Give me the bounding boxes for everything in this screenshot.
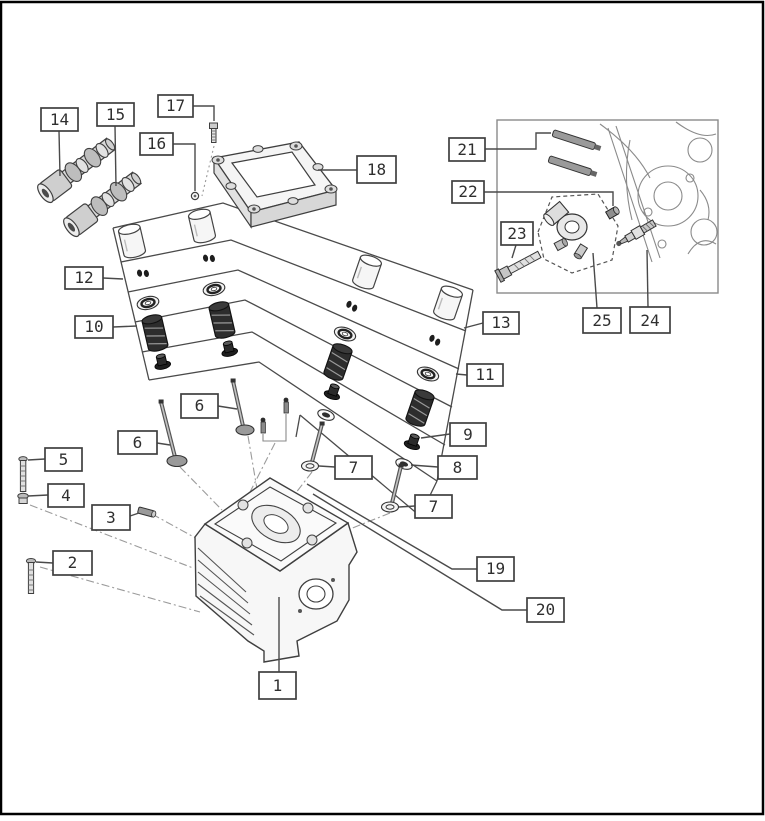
svg-text:6: 6 xyxy=(195,396,205,415)
dowel-pin-studs xyxy=(547,129,602,177)
svg-text:17: 17 xyxy=(166,96,185,115)
leader-lines xyxy=(27,105,649,672)
svg-text:23: 23 xyxy=(507,224,526,243)
callout-8[interactable]: 8 xyxy=(437,455,478,480)
svg-text:10: 10 xyxy=(84,317,103,336)
stud-bolt xyxy=(18,456,28,492)
svg-text:8: 8 xyxy=(453,458,463,477)
callout-20[interactable]: 20 xyxy=(526,597,565,623)
callout-12[interactable]: 12 xyxy=(64,266,104,290)
cover-grommet xyxy=(190,191,200,201)
svg-text:14: 14 xyxy=(50,110,69,129)
callout-10[interactable]: 10 xyxy=(74,315,114,339)
svg-text:7: 7 xyxy=(349,458,359,477)
svg-text:19: 19 xyxy=(486,559,505,578)
svg-text:4: 4 xyxy=(61,486,71,505)
dowel-studs xyxy=(260,397,289,442)
engine-block-art xyxy=(599,121,718,263)
drain-plug xyxy=(604,206,620,220)
dowel-pin xyxy=(137,506,157,518)
callouts: 1 2 3 4 5 6 6 7 7 8 9 10 11 12 13 1 xyxy=(40,94,671,700)
svg-text:3: 3 xyxy=(106,508,116,527)
valve-exhaust-2 xyxy=(380,463,404,513)
callout-1[interactable]: 1 xyxy=(258,671,297,700)
callout-23[interactable]: 23 xyxy=(500,221,534,246)
flange-bolt-inset xyxy=(494,250,542,283)
callout-16[interactable]: 16 xyxy=(139,132,174,156)
svg-text:25: 25 xyxy=(592,311,611,330)
svg-text:2: 2 xyxy=(68,553,78,572)
svg-text:15: 15 xyxy=(106,105,125,124)
svg-text:6: 6 xyxy=(133,433,143,452)
svg-text:20: 20 xyxy=(536,600,555,619)
stud-washer xyxy=(17,492,29,504)
valve-exhaust-1 xyxy=(300,421,325,472)
svg-text:22: 22 xyxy=(458,182,477,201)
callout-18[interactable]: 18 xyxy=(356,155,397,184)
svg-text:9: 9 xyxy=(463,425,473,444)
callout-25[interactable]: 25 xyxy=(582,307,622,334)
cylinder-head xyxy=(194,477,358,663)
valve-cover xyxy=(211,141,338,229)
parts-band xyxy=(112,202,474,517)
callout-24[interactable]: 24 xyxy=(629,306,671,334)
callout-9[interactable]: 9 xyxy=(449,422,487,447)
valve-intake-2 xyxy=(158,399,188,468)
callout-4[interactable]: 4 xyxy=(47,483,85,508)
callout-22[interactable]: 22 xyxy=(451,180,485,204)
svg-text:16: 16 xyxy=(147,134,166,153)
svg-text:24: 24 xyxy=(640,311,659,330)
svg-text:21: 21 xyxy=(457,140,476,159)
callout-6-lower[interactable]: 6 xyxy=(117,430,158,455)
svg-text:13: 13 xyxy=(491,313,510,332)
callout-7-right[interactable]: 7 xyxy=(414,494,453,519)
thermostat-housing xyxy=(543,200,589,260)
callout-19[interactable]: 19 xyxy=(476,556,515,582)
thermostat-screw xyxy=(553,238,568,252)
callout-2[interactable]: 2 xyxy=(52,550,93,576)
temperature-sensor xyxy=(616,219,657,247)
svg-text:12: 12 xyxy=(74,268,93,287)
callout-14[interactable]: 14 xyxy=(40,107,79,132)
inset-panel xyxy=(494,119,719,294)
svg-text:7: 7 xyxy=(429,497,439,516)
callout-21[interactable]: 21 xyxy=(448,137,486,162)
svg-text:5: 5 xyxy=(59,450,69,469)
callout-15[interactable]: 15 xyxy=(96,102,135,127)
cover-bolt xyxy=(209,122,218,143)
callout-7-left[interactable]: 7 xyxy=(334,455,373,480)
callout-13[interactable]: 13 xyxy=(482,311,520,335)
svg-text:18: 18 xyxy=(367,160,386,179)
callout-5[interactable]: 5 xyxy=(44,447,83,472)
callout-6-upper[interactable]: 6 xyxy=(180,393,219,419)
thermostat-dashed-outline xyxy=(537,193,619,274)
valve-intake-1 xyxy=(230,378,255,436)
flange-bolt xyxy=(25,558,37,594)
svg-text:1: 1 xyxy=(273,676,283,695)
svg-text:11: 11 xyxy=(475,365,494,384)
callout-11[interactable]: 11 xyxy=(466,363,504,387)
callout-17[interactable]: 17 xyxy=(157,94,194,118)
callout-3[interactable]: 3 xyxy=(91,504,131,531)
